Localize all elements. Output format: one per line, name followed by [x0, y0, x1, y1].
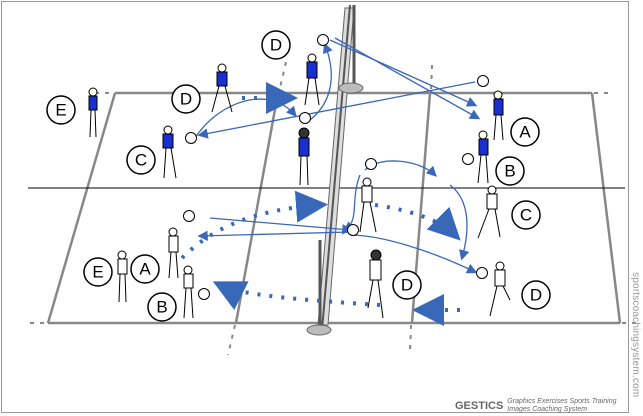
player-white: [168, 227, 179, 279]
label-bottom-d-center: D: [401, 276, 413, 295]
ball: [476, 267, 488, 279]
logo-tagline-1: Graphics Exercises Sports Training: [507, 398, 617, 405]
player-paths: [180, 82, 461, 326]
ball: [365, 158, 377, 170]
gestics-logo: GESTICS Graphics Exercises Sports Traini…: [455, 398, 616, 413]
ball-paths: [194, 37, 481, 274]
player-white: [183, 265, 194, 319]
label-bottom-d-right: D: [530, 286, 542, 305]
diagram-frame: [1, 1, 629, 413]
label-top-b: B: [504, 162, 515, 181]
logo-tagline: Graphics Exercises Sports Training Image…: [507, 398, 616, 413]
players: [88, 53, 511, 319]
player-blue: [298, 127, 310, 186]
net: [306, 4, 364, 336]
ball: [299, 112, 311, 124]
ball: [477, 75, 489, 87]
label-top-a: A: [519, 123, 531, 142]
ball: [183, 210, 195, 222]
watermark-text: sportscoachingsystem.com: [630, 272, 641, 398]
player-blue: [304, 53, 320, 106]
player-blue: [162, 125, 177, 179]
label-bottom-e: E: [92, 263, 103, 282]
ball: [317, 34, 329, 46]
player-blue: [211, 63, 233, 113]
label-top-c: C: [135, 151, 147, 170]
ball: [185, 132, 197, 144]
player-white: [367, 249, 384, 319]
player-blue: [493, 90, 504, 141]
logo-brand: GESTICS: [455, 399, 504, 412]
ball: [462, 153, 474, 165]
label-bottom-b: B: [156, 298, 167, 317]
label-bottom-c: C: [520, 206, 532, 225]
label-bottom-a: A: [139, 260, 151, 279]
player-blue: [477, 130, 489, 184]
player-white: [117, 250, 128, 303]
player-white: [489, 261, 511, 317]
position-labels: [46, 30, 551, 322]
ball: [198, 288, 210, 300]
player-blue: [88, 87, 98, 138]
logo-tagline-2: Images Coaching System: [507, 405, 588, 413]
balls: [183, 34, 489, 300]
player-white: [359, 177, 377, 233]
player-white: [477, 185, 501, 239]
label-top-e: E: [55, 101, 66, 120]
label-top-d-net: D: [270, 36, 282, 55]
ball: [347, 224, 359, 236]
label-top-d-left: D: [180, 90, 192, 109]
